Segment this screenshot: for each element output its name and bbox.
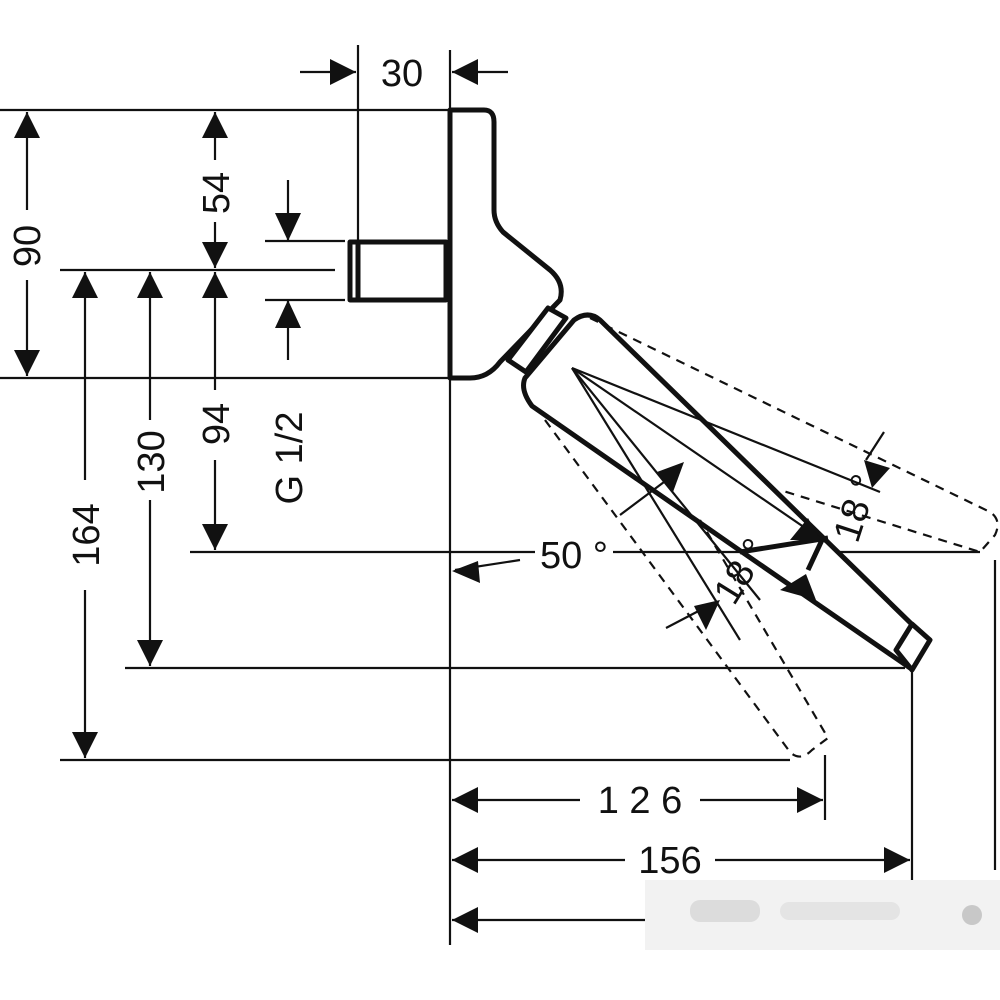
angle-50-leader bbox=[452, 558, 521, 583]
wall-mount-body bbox=[447, 107, 564, 381]
dim-30 bbox=[300, 59, 508, 85]
alternate-position-lower bbox=[544, 419, 830, 758]
dim-94 bbox=[202, 272, 228, 550]
label-130: 130 bbox=[131, 430, 173, 493]
label-54: 54 bbox=[196, 172, 238, 214]
angle-lines bbox=[571, 366, 890, 641]
dim-156 bbox=[452, 847, 910, 873]
label-126: 1 2 6 bbox=[598, 780, 683, 822]
label-156: 156 bbox=[638, 840, 701, 882]
label-18-degrees-upper: 18 ° bbox=[826, 469, 887, 547]
dim-thread bbox=[275, 180, 301, 360]
dim-bottom-third bbox=[452, 907, 645, 933]
dim-164 bbox=[72, 272, 98, 758]
dim-90 bbox=[14, 112, 40, 376]
label-50-degrees: 50 ° bbox=[540, 535, 608, 577]
label-thread: G 1/2 bbox=[269, 412, 311, 505]
label-50-bg bbox=[535, 535, 613, 575]
label-90: 90 bbox=[7, 225, 49, 267]
thread-connector bbox=[347, 239, 449, 303]
label-94: 94 bbox=[196, 403, 238, 445]
swivel-joint bbox=[505, 305, 569, 375]
blurred-mark-1 bbox=[690, 900, 760, 922]
alternate-position-upper bbox=[589, 317, 999, 554]
blurred-mark-2 bbox=[780, 902, 900, 920]
blurred-mark-3 bbox=[962, 905, 982, 925]
shower-head-tip bbox=[893, 621, 933, 673]
label-164: 164 bbox=[66, 503, 108, 566]
dim-54 bbox=[202, 112, 228, 268]
label-30: 30 bbox=[381, 53, 423, 95]
dim-126 bbox=[452, 787, 823, 813]
dim-130 bbox=[137, 272, 163, 666]
